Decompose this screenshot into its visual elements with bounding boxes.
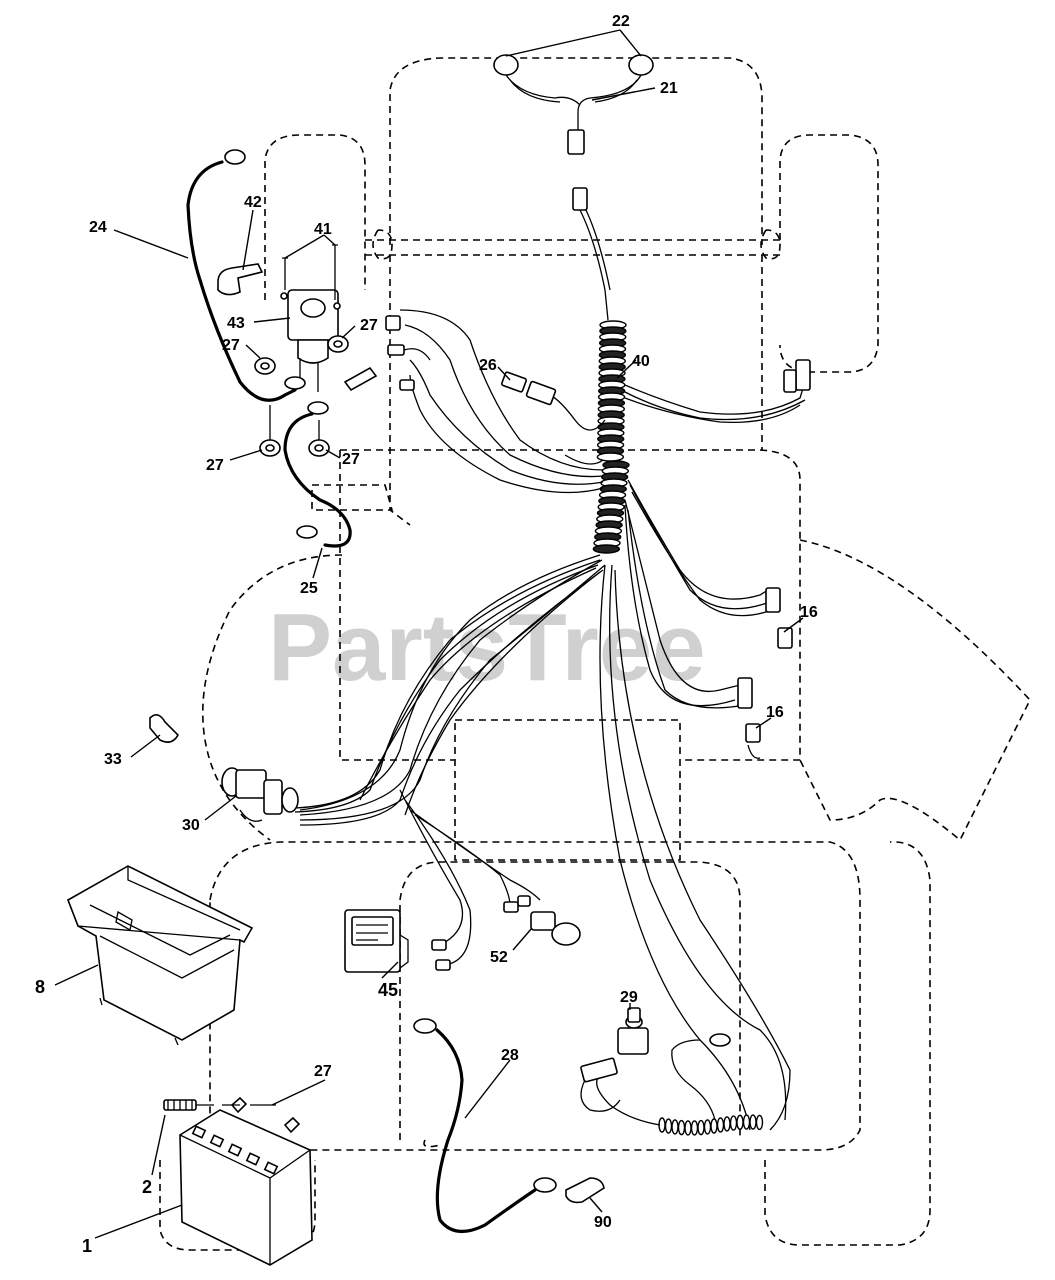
battery-tray-8: [67, 865, 254, 1046]
switch-29: [617, 1007, 649, 1055]
solenoid-assembly: [217, 244, 378, 457]
battery-cable-24: [186, 149, 297, 402]
callout-41: 41: [314, 221, 332, 238]
tube-ring: [742, 1114, 751, 1130]
tube-ring: [710, 1118, 718, 1134]
tube-ring: [596, 452, 625, 462]
ignition-switch-30: [221, 767, 299, 822]
callout-28: 28: [501, 1047, 519, 1064]
tube-ring: [716, 1117, 725, 1133]
callout-2: 2: [142, 1177, 152, 1197]
callout-30: 30: [182, 817, 200, 834]
ground-cable-25: [283, 412, 352, 548]
callout-40: 40: [632, 353, 650, 370]
tube-ring: [677, 1119, 686, 1136]
tube-ring: [697, 1119, 705, 1136]
light-bulb-52: [530, 911, 581, 946]
callout-8: 8: [35, 977, 45, 997]
callout-43: 43: [227, 315, 245, 332]
watermark-text: PartsTree: [268, 594, 706, 701]
tube-ring: [592, 544, 621, 554]
tube-ring: [755, 1114, 764, 1131]
tube-ring: [684, 1120, 692, 1136]
leader-lines: [54, 29, 804, 1239]
callout-27: 27: [222, 337, 240, 354]
callout-26: 26: [479, 357, 497, 374]
tube-ring: [703, 1119, 712, 1135]
callout-90: 90: [594, 1214, 612, 1231]
callout-1: 1: [82, 1236, 92, 1256]
tube-ring: [749, 1114, 757, 1130]
callout-45: 45: [378, 980, 398, 1000]
tube-ring: [736, 1114, 744, 1131]
tube-ring: [690, 1120, 699, 1136]
callout-29: 29: [620, 989, 638, 1006]
callout-27: 27: [360, 317, 378, 334]
callout-16: 16: [800, 604, 818, 621]
clip-33: [149, 714, 179, 743]
callout-24: 24: [89, 219, 107, 236]
fuse-90: [565, 1177, 605, 1204]
callout-21: 21: [660, 80, 678, 97]
callout-33: 33: [104, 751, 122, 768]
tube-ring: [723, 1116, 731, 1132]
callout-42: 42: [244, 194, 262, 211]
main-harness-tube: [592, 320, 630, 554]
tube-ring: [729, 1115, 738, 1131]
tube-ring: [664, 1118, 673, 1134]
callout-27: 27: [314, 1063, 332, 1080]
harness-wires: [294, 309, 811, 1136]
callout-16: 16: [766, 704, 784, 721]
headlight-assembly: [493, 54, 654, 321]
callouts: 22 21 24 42 41 43 27 27 27 27 25 26 40 1…: [35, 13, 818, 1256]
callout-25: 25: [300, 580, 318, 597]
callout-22: 22: [612, 13, 630, 30]
callout-27: 27: [342, 451, 360, 468]
hour-meter-45: [344, 909, 409, 973]
tube-ring: [671, 1119, 679, 1135]
callout-52: 52: [490, 949, 508, 966]
negative-cable-28: [413, 1018, 557, 1233]
battery-1: [179, 1096, 313, 1266]
battery-bolt-2: [163, 1099, 276, 1111]
callout-27: 27: [206, 457, 224, 474]
